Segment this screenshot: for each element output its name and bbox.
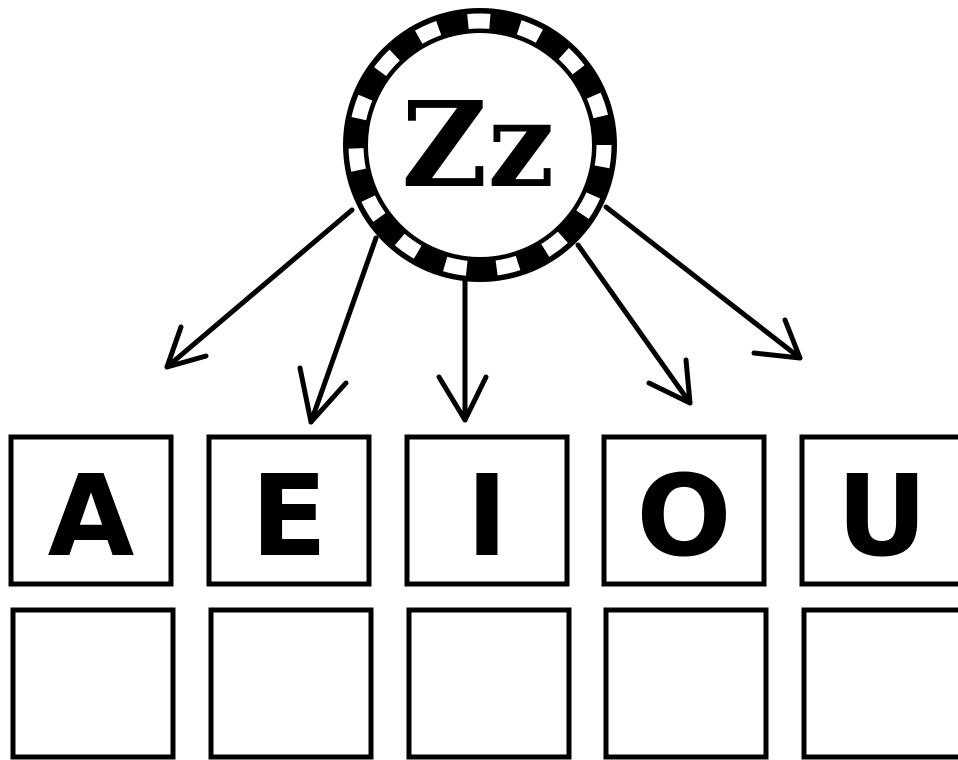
answer-box-2[interactable]	[211, 610, 371, 757]
vowel-box-o: O	[604, 437, 764, 584]
arrow-to-i	[439, 280, 486, 420]
vowel-letter: I	[466, 452, 508, 582]
center-badge: Zz	[343, 8, 617, 282]
answer-box-1[interactable]	[13, 610, 173, 757]
arrow-to-o	[578, 245, 690, 403]
vowel-box-a: A	[11, 437, 171, 584]
center-letter: Zz	[401, 75, 554, 214]
answer-box-4[interactable]	[606, 610, 766, 757]
vowel-box-e: E	[209, 437, 369, 584]
arrow-to-a	[167, 210, 352, 367]
vowel-box-u: U	[802, 437, 958, 584]
vowel-letter: O	[636, 452, 731, 582]
arrow-to-u	[606, 207, 800, 358]
vowel-letter: A	[48, 452, 135, 582]
answer-box-3[interactable]	[409, 610, 569, 757]
answer-row	[13, 610, 958, 757]
answer-box-5[interactable]	[804, 610, 958, 757]
arrow-to-e	[300, 238, 376, 422]
vowel-letter: E	[251, 452, 328, 582]
vowel-letter: U	[837, 452, 928, 582]
vowel-box-i: I	[407, 437, 567, 584]
